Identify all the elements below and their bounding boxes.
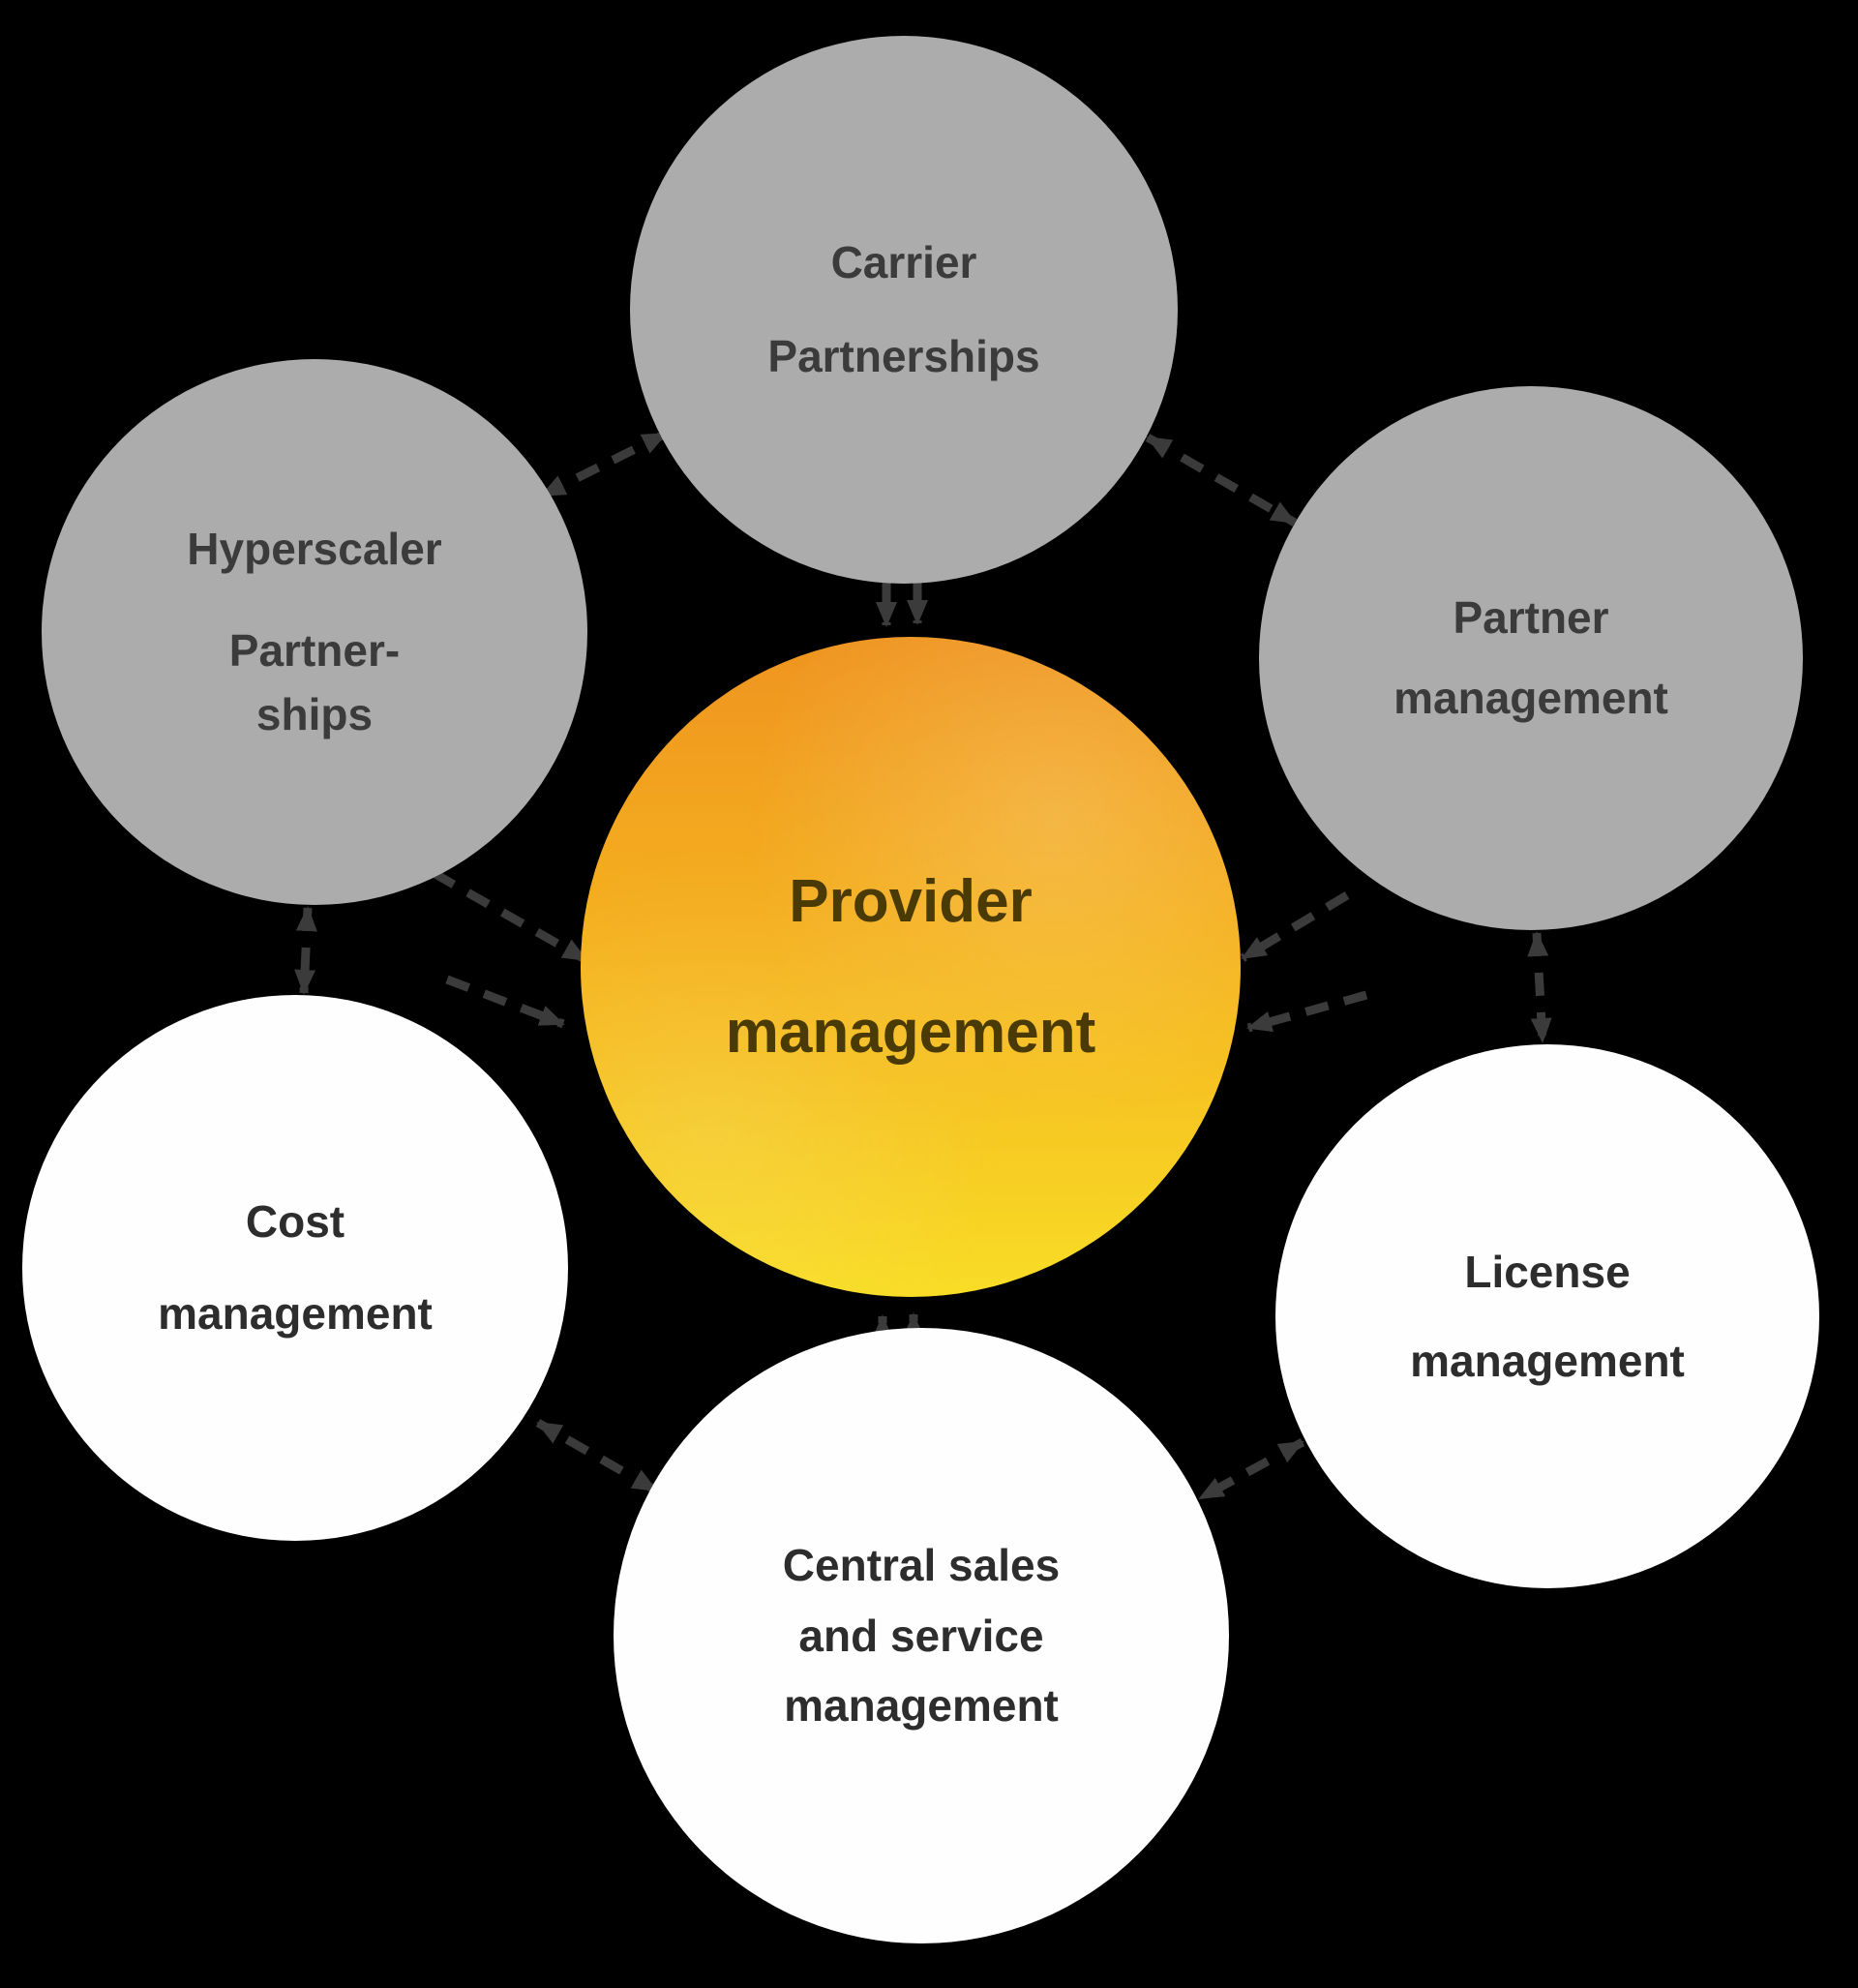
node-label-line: management <box>725 999 1096 1066</box>
node-label-line: Carrier <box>830 237 977 288</box>
node-label: License management <box>1410 1247 1685 1387</box>
connector-dashed-arrow <box>1197 1438 1305 1502</box>
node-label-line: Partner- <box>228 624 401 676</box>
node-label-line: Partner <box>1453 592 1609 644</box>
connector-dashed-arrow <box>1240 891 1350 962</box>
connector-dashed-arrow <box>1246 990 1368 1033</box>
connector-dashed-arrow <box>535 1419 659 1494</box>
node-label: Partner management <box>1394 592 1668 724</box>
node-circle-central-sales-service: Central sales and service management <box>614 1328 1229 1943</box>
node-label-line: Provider <box>789 867 1033 935</box>
connector-dashed-arrow <box>1527 931 1552 1043</box>
center-circle-provider-management: Provider management <box>581 637 1241 1297</box>
node-label-line: management <box>784 1680 1059 1732</box>
node-label-line: License <box>1464 1246 1631 1297</box>
node-label-line: Central sales <box>782 1539 1061 1590</box>
node-label: Cost management <box>158 1196 433 1340</box>
connector-dashed-arrow <box>431 869 589 964</box>
connector-dashed-arrow <box>1145 434 1298 527</box>
node-circle-license-management: License management <box>1275 1044 1819 1588</box>
connector-dashed-arrow <box>294 906 317 995</box>
node-label-line: Partnerships <box>767 331 1040 381</box>
node-label: Provider management <box>726 867 1095 1068</box>
node-label-line: management <box>158 1288 433 1339</box>
node-label-line: Cost <box>245 1196 345 1248</box>
node-label-line: Hyperscaler <box>187 523 442 574</box>
node-label-line: management <box>1394 673 1668 723</box>
node-label: Central sales and service management <box>783 1540 1060 1732</box>
node-circle-partner-management: Partner management <box>1259 386 1803 930</box>
node-circle-cost-management: Cost management <box>22 995 568 1541</box>
connector-dashed-arrow <box>445 975 565 1029</box>
node-label-line: ships <box>255 689 374 740</box>
node-label-line: management <box>1410 1335 1685 1386</box>
node-label-line: and service <box>798 1610 1044 1661</box>
connector-dashed-arrow <box>539 429 669 500</box>
